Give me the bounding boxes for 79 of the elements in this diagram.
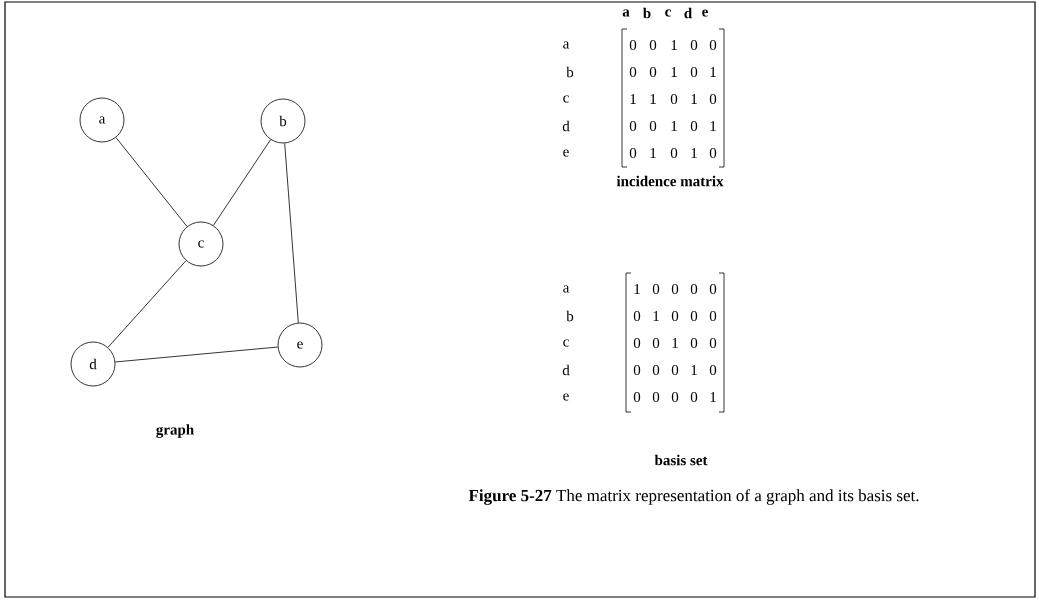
graph-vertex: a — [79, 97, 125, 143]
edge — [284, 142, 299, 324]
matrix-entry: 0 — [709, 147, 717, 159]
matrix-entry: 0 — [670, 93, 678, 105]
edge — [213, 139, 271, 226]
matrix-entry: 1 — [672, 338, 678, 348]
matrix-entry: 0 — [633, 337, 641, 349]
matrix-entry: 1 — [710, 392, 716, 402]
graph-vertex: b — [260, 98, 306, 144]
graph-vertex: d — [70, 341, 116, 387]
matrix-entry: 1 — [671, 40, 677, 50]
row-label: e — [563, 149, 569, 157]
matrix-entry: 1 — [650, 94, 656, 104]
column-label: b — [643, 7, 651, 19]
matrix-entry: 1 — [630, 94, 636, 104]
matrix-entry: 0 — [629, 66, 637, 78]
matrix-entry: 0 — [652, 364, 660, 376]
matrix-entry: 0 — [690, 337, 698, 349]
matrix-entry: 0 — [671, 283, 679, 295]
matrix-entry: 0 — [649, 39, 657, 51]
matrix-entry: 0 — [652, 283, 660, 295]
column-label: e — [702, 9, 708, 17]
matrix-entry: 0 — [629, 147, 637, 159]
row-label: d — [562, 364, 570, 376]
matrix-entry: 0 — [649, 120, 657, 132]
matrix-entry: 0 — [709, 310, 717, 322]
row-label: d — [562, 120, 570, 132]
matrix-entry: 0 — [690, 310, 698, 322]
matrix-entry: 1 — [691, 94, 697, 104]
matrix-entry: 0 — [709, 337, 717, 349]
matrix-entry: 1 — [671, 67, 677, 77]
matrix-entry: 0 — [629, 39, 637, 51]
matrix-entry: 1 — [710, 67, 716, 77]
matrix-entry: 0 — [652, 337, 660, 349]
matrix-entry: 0 — [709, 364, 717, 376]
matrix-entry: 0 — [633, 391, 641, 403]
row-label: a — [563, 285, 570, 293]
matrix-entry: 0 — [709, 283, 717, 295]
column-label: d — [684, 7, 692, 19]
matrix-entry: 1 — [671, 121, 677, 131]
matrix-entry: 0 — [709, 93, 717, 105]
graph-vertex: e — [277, 322, 323, 368]
matrix-entry: 1 — [691, 365, 697, 375]
matrix-entry: 0 — [652, 391, 660, 403]
figure-caption: Figure 5-27 The matrix representation of a graph and its basis set. — [468, 489, 919, 505]
matrix-entry: 0 — [690, 283, 698, 295]
row-label: c — [563, 339, 569, 347]
edge — [115, 137, 188, 227]
edge — [107, 260, 187, 348]
matrix-entry: 0 — [690, 66, 698, 78]
matrix-entry: 0 — [671, 310, 679, 322]
matrix-entry: 0 — [690, 120, 698, 132]
matrix-entry: 0 — [709, 39, 717, 51]
matrix-entry: 1 — [653, 311, 659, 321]
column-label: a — [622, 9, 630, 17]
matrix-entry: 0 — [649, 66, 657, 78]
matrix-entry: 0 — [690, 391, 698, 403]
matrix-entry: 0 — [671, 364, 679, 376]
row-label: c — [563, 95, 569, 103]
matrix-title: graph — [156, 424, 194, 438]
matrix-title: basis set — [654, 454, 708, 466]
row-label: a — [563, 41, 570, 49]
matrix-entry: 0 — [671, 391, 679, 403]
matrix-entry: 0 — [633, 310, 641, 322]
matrix-entry: 1 — [710, 121, 716, 131]
matrix-entry: 0 — [670, 147, 678, 159]
graph-vertex: c — [178, 221, 224, 267]
row-label: b — [566, 310, 574, 322]
matrix-entry: 1 — [691, 148, 697, 158]
matrix-title: incidence matrix — [616, 175, 724, 187]
row-label: e — [563, 393, 569, 401]
matrix-entry: 0 — [629, 120, 637, 132]
matrix-entry: 0 — [633, 364, 641, 376]
matrix-entry: 1 — [650, 148, 656, 158]
column-label: c — [665, 9, 671, 17]
edge — [114, 346, 279, 363]
row-label: b — [566, 66, 574, 78]
matrix-entry: 1 — [634, 284, 640, 294]
matrix-entry: 0 — [690, 39, 698, 51]
